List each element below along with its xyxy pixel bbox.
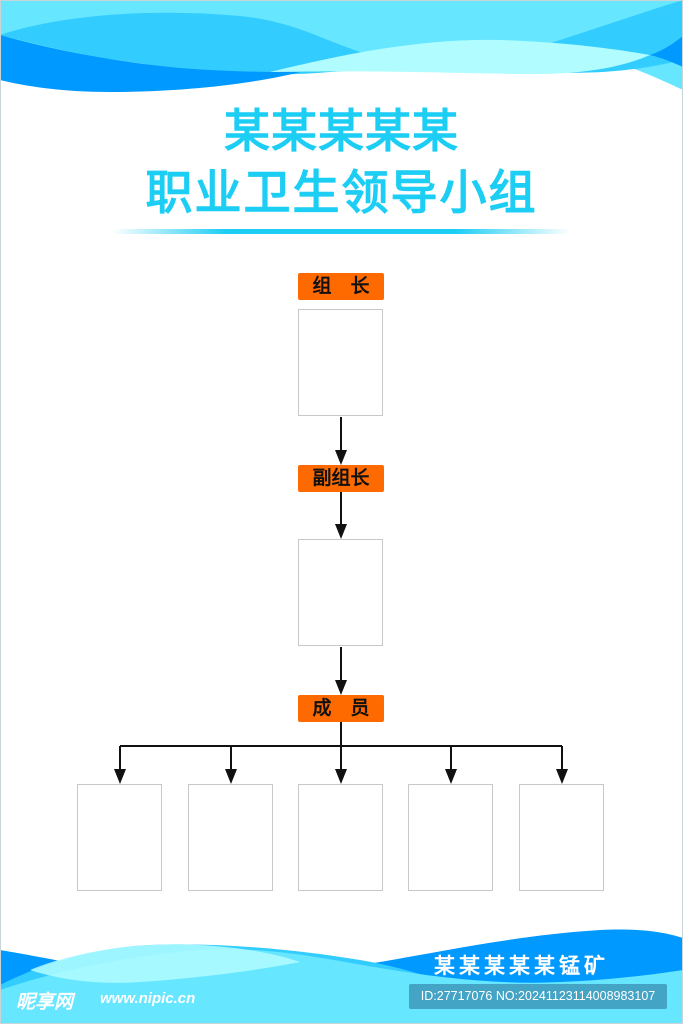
arrow-down-icon (556, 769, 568, 784)
photo-slot-member-2 (188, 784, 273, 891)
arrow-down-icon (335, 524, 347, 539)
photo-slot-leader (298, 309, 383, 416)
arrow-down-icon (445, 769, 457, 784)
arrow-down-icon (225, 769, 237, 784)
photo-slot-member-1 (77, 784, 162, 891)
photo-slot-member-3 (298, 784, 383, 891)
arrow-down-icon (335, 450, 347, 465)
role-label-deputy-leader: 副组长 (298, 465, 384, 492)
photo-slot-member-5 (519, 784, 604, 891)
watermark-url: www.nipic.cn (100, 990, 196, 1007)
watermark-logo: 昵享网 (16, 991, 74, 1013)
title-line-1: 某某某某某 (224, 104, 459, 158)
watermark-id: ID:27717076 NO:20241123114008983107 (409, 984, 667, 1009)
title-line-2: 职业卫生领导小组 (145, 166, 538, 221)
arrow-down-icon (335, 680, 347, 695)
company-name: 某某某某某锰矿 (434, 954, 609, 978)
photo-slot-member-4 (408, 784, 493, 891)
role-label-members: 成 员 (298, 695, 384, 722)
arrow-down-icon (114, 769, 126, 784)
arrow-down-icon (335, 769, 347, 784)
photo-slot-deputy-leader (298, 539, 383, 646)
title-underline (112, 229, 570, 234)
role-label-leader: 组 长 (298, 273, 384, 300)
